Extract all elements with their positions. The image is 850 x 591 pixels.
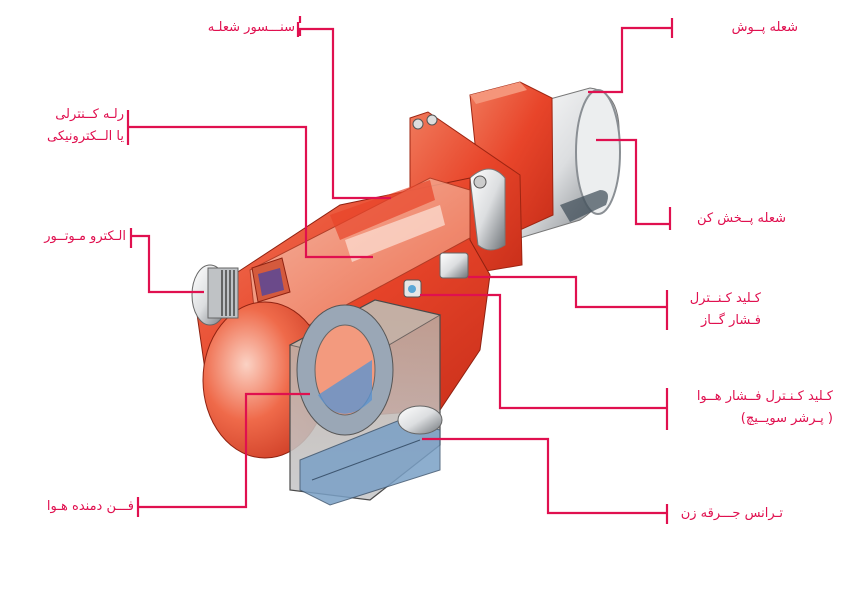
- air-box: [288, 299, 442, 506]
- label-flame-diffuser: شعله پــخش کن: [697, 211, 786, 226]
- electro-motor: [191, 264, 239, 326]
- leader-flame-cover: [588, 26, 672, 94]
- label-ignition-transformer: تـرانس جـــرقه زن: [680, 506, 783, 521]
- leader-ignition-transformer: [422, 437, 667, 515]
- leader-flame-sensor: [298, 27, 391, 200]
- label-electro-motor: الـکترو مـوتــور: [44, 229, 126, 244]
- air-pressure-switch: [403, 279, 422, 298]
- label-gas-pressure-switch: کـلید کـنــترل فـشار گــاز: [689, 291, 761, 328]
- label-control-relay: رلـه کــنترلی یا الــکترونیکی: [46, 107, 124, 144]
- ignition-transformer: [397, 405, 443, 435]
- leader-gas-pressure: [468, 275, 667, 309]
- gas-pressure-switch: [439, 252, 469, 279]
- leader-air-pressure: [420, 293, 667, 410]
- label-air-blower-fan: فـــن دمنده هـوا: [46, 499, 134, 514]
- leader-electro-motor: [131, 234, 204, 294]
- label-flame-cover: شعله پــوش: [731, 20, 798, 35]
- leader-control-relay: [128, 125, 373, 259]
- label-flame-sensor: سنـــسور شعلـه: [207, 20, 295, 35]
- leader-lines: [126, 16, 674, 524]
- gas-elbow: [469, 168, 506, 251]
- leader-flame-diffuser: [596, 138, 670, 226]
- leader-air-blower: [138, 392, 310, 509]
- label-air-pressure-switch: کـلید کـنـترل فــشار هــوا ( پـرشر سویــ…: [696, 389, 833, 426]
